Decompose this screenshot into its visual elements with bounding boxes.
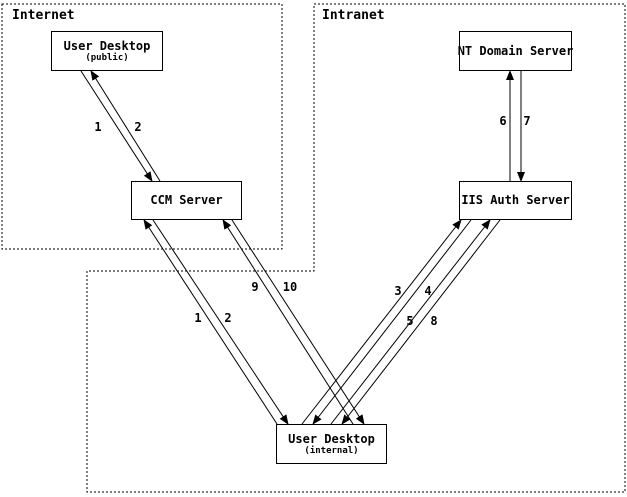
- edge-label-6: 6: [499, 114, 506, 128]
- node-title: CCM Server: [150, 193, 223, 207]
- node-subtitle: (internal): [304, 445, 359, 456]
- node-title: NT Domain Server: [457, 43, 574, 58]
- edge-label-10: 10: [283, 280, 297, 294]
- edge-5-user-desktop-internal-to-iis-auth-server: [330, 219, 491, 425]
- edge-label-7: 7: [523, 114, 530, 128]
- edge-label-9: 9: [251, 280, 258, 294]
- node-title: User Desktop: [288, 431, 375, 446]
- edge-lines: [80, 70, 525, 425]
- region-label-internet: Internet: [12, 8, 75, 23]
- edge-10-ccm-server-to-user-desktop-internal: [231, 219, 365, 425]
- node-user-desktop-internal: User Desktop (internal): [276, 424, 387, 464]
- edge-label-8: 8: [430, 314, 437, 328]
- edge-label-2: 2: [224, 311, 231, 325]
- region-outlines: [1, 3, 626, 493]
- edge-label-4: 4: [424, 284, 431, 298]
- edge-label-2: 2: [134, 120, 141, 134]
- edge-labels: 1 2 1 2 9 10 3 4 5 8 6 7: [94, 114, 530, 328]
- edge-1-user-desktop-public-to-ccm-server: [80, 70, 153, 182]
- edge-8-iis-auth-server-to-user-desktop-internal: [341, 219, 501, 425]
- edge-label-1: 1: [194, 311, 201, 325]
- node-ccm-server: CCM Server: [131, 181, 242, 220]
- edge-3-user-desktop-internal-to-iis-auth-server: [301, 219, 462, 425]
- region-internet-outline: [1, 3, 283, 250]
- node-user-desktop-public: User Desktop (public): [51, 31, 163, 71]
- node-title: IIS Auth Server: [461, 193, 570, 207]
- edge-label-1: 1: [94, 120, 101, 134]
- node-nt-domain-server: NT Domain Server: [457, 31, 574, 71]
- edge-2-ccm-server-to-user-desktop-internal: [152, 219, 289, 425]
- edge-label-3: 3: [394, 284, 401, 298]
- edge-4-iis-auth-server-to-user-desktop-internal: [312, 219, 472, 425]
- edge-label-5: 5: [406, 314, 413, 328]
- region-label-intranet: Intranet: [322, 8, 385, 23]
- node-iis-auth-server: IIS Auth Server: [459, 181, 572, 220]
- region-intranet-outline: [86, 3, 626, 493]
- edge-9-user-desktop-internal-to-ccm-server: [222, 219, 354, 425]
- node-title: User Desktop: [63, 38, 151, 53]
- edge-1-user-desktop-internal-to-ccm-server: [143, 219, 278, 425]
- edge-2-ccm-server-to-user-desktop-public: [90, 70, 161, 182]
- node-subtitle: (public): [85, 52, 129, 63]
